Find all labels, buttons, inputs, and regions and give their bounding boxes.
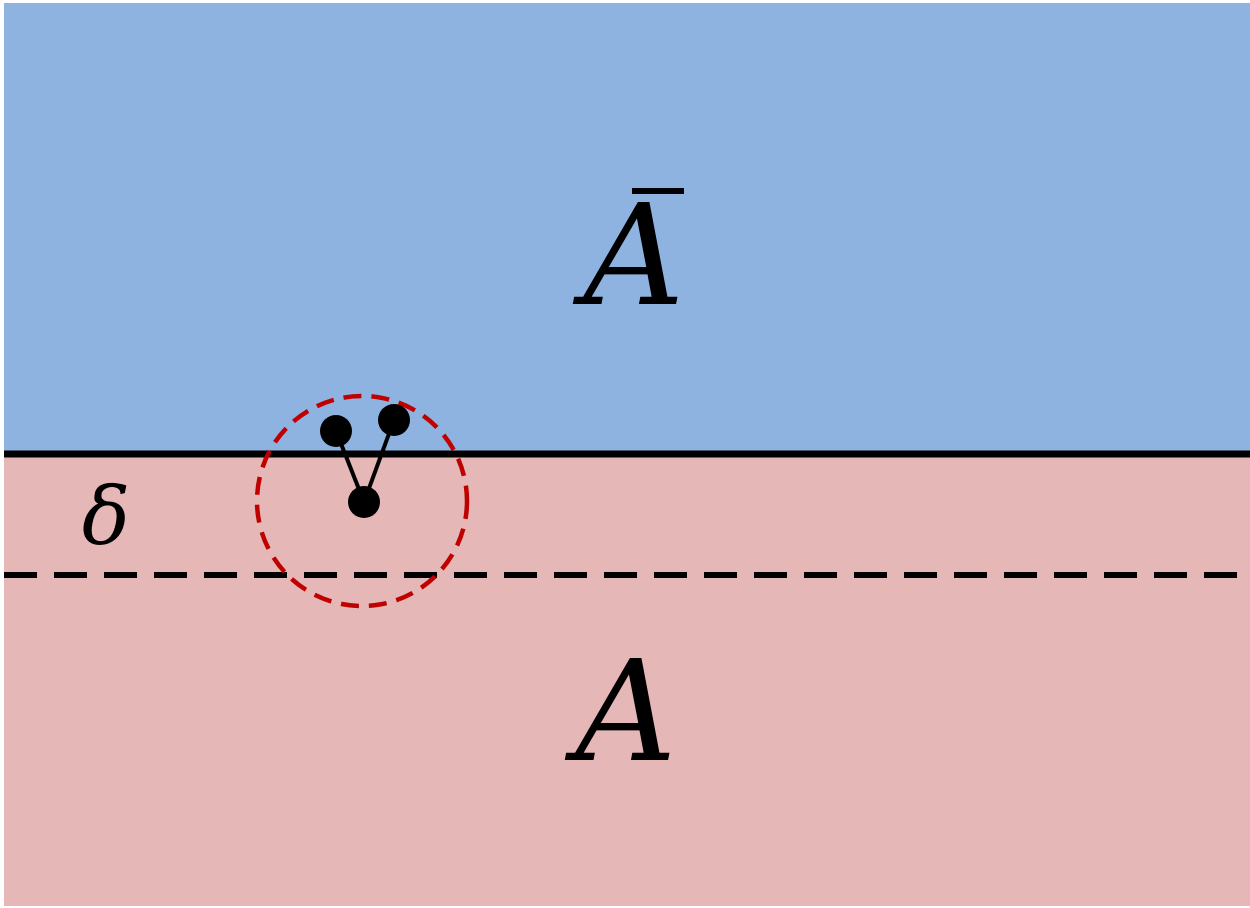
region-a-bar-label: A (572, 175, 684, 338)
delta-label: δ (82, 470, 130, 563)
neighborhood-circle (254, 393, 470, 609)
region-a-label: A (564, 631, 676, 794)
graph-node (378, 404, 410, 436)
graph-node (348, 486, 380, 518)
region-a-bar (4, 3, 1250, 454)
graph-node (320, 415, 352, 447)
region-a (4, 454, 1250, 906)
